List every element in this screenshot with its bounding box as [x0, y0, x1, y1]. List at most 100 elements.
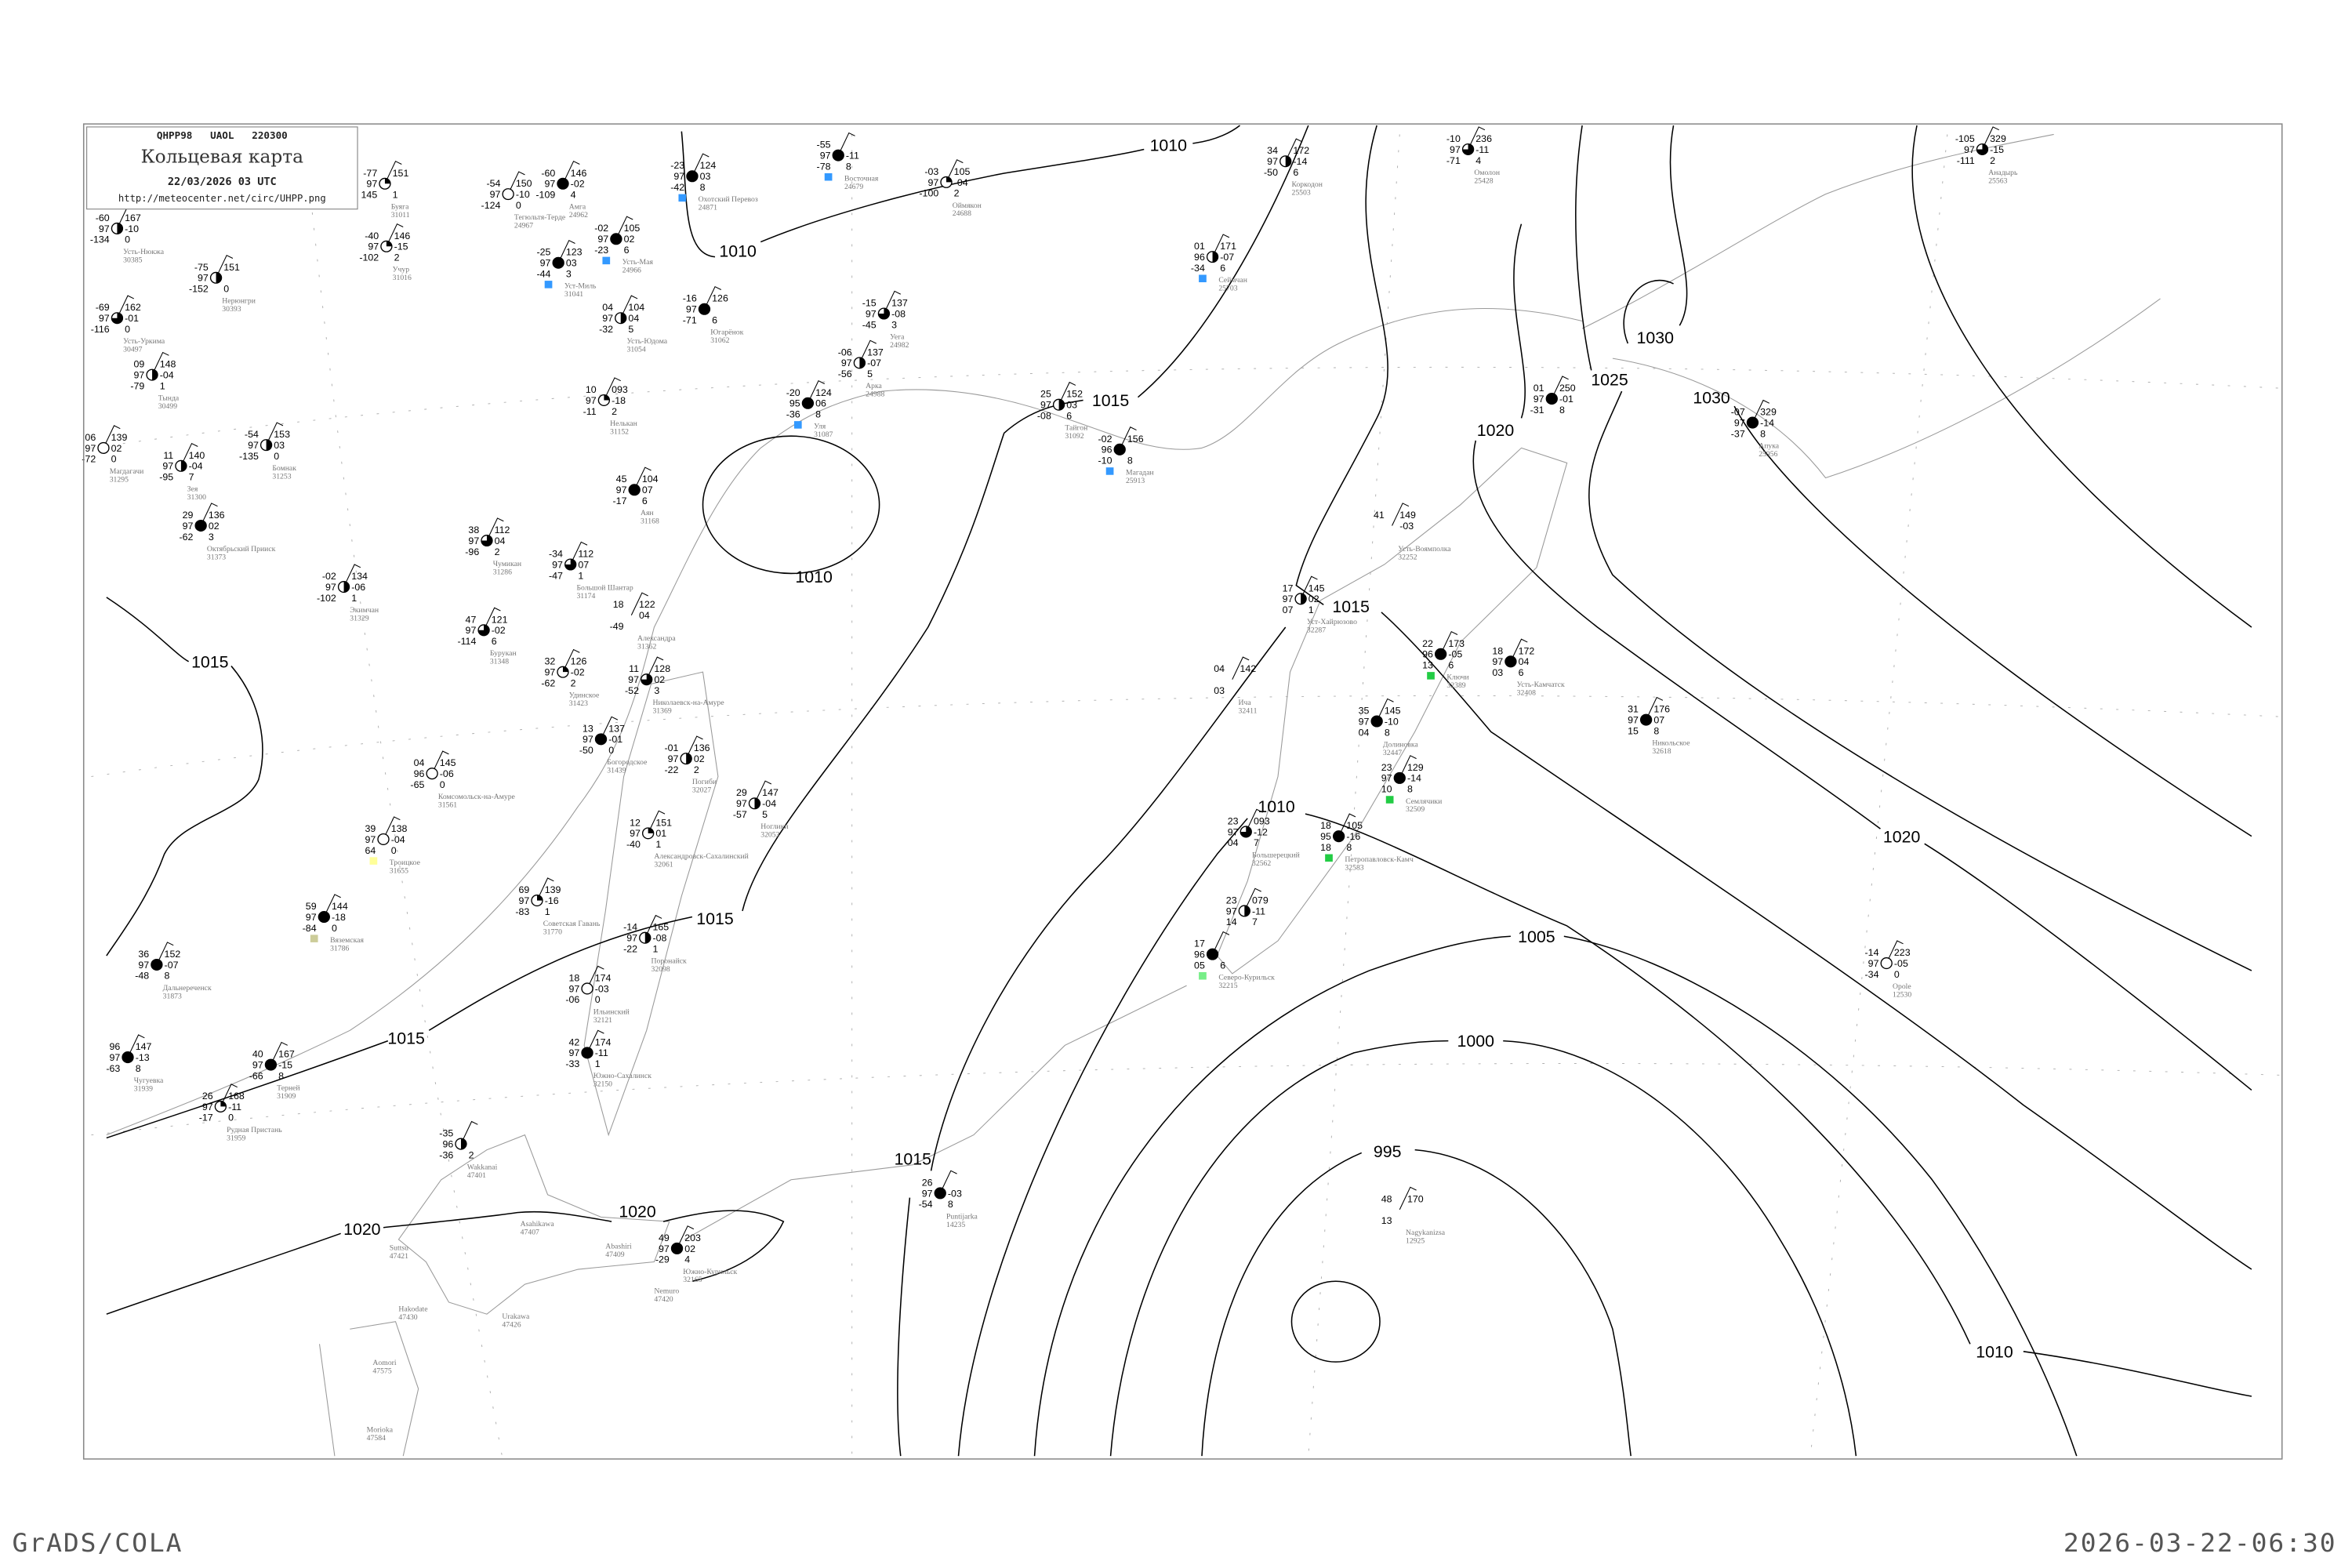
visibility: 97: [586, 395, 597, 406]
visibility: 97: [1868, 958, 1879, 969]
temperature: 18: [1320, 820, 1331, 831]
temperature: 12: [630, 817, 641, 828]
dew-point: -08: [1037, 411, 1051, 422]
wind-barb-icon: [646, 656, 664, 680]
station-id: 24988: [866, 390, 884, 399]
station-name: Ноглики: [760, 822, 788, 831]
pressure: 124: [700, 160, 717, 171]
dew-point: -54: [919, 1199, 933, 1210]
pressure: 124: [815, 387, 832, 398]
visibility: 97: [183, 521, 194, 532]
wind-barb-icon: [1338, 813, 1356, 837]
visibility: 97: [138, 960, 149, 971]
cloud-cover-fill: [686, 170, 698, 182]
temperature: -75: [194, 262, 209, 273]
cloud-cover-icon: [581, 982, 593, 995]
temperature: 25: [1040, 389, 1051, 400]
visibility: 97: [552, 559, 563, 570]
low-cloud: 8: [700, 182, 706, 193]
station-id: 32408: [1517, 689, 1536, 698]
station-name: Поронайск: [652, 957, 688, 966]
station-name: Богородское: [607, 758, 647, 767]
visibility: 97: [518, 895, 529, 906]
pressure-tendency: 02: [624, 234, 635, 245]
temperature: -60: [541, 168, 555, 179]
cloud-cover-fill: [1976, 143, 1988, 155]
low-cloud: 8: [1760, 428, 1766, 439]
dew-point: -34: [1865, 969, 1879, 980]
station-name: Suttsu: [390, 1243, 408, 1252]
pressure-tendency: 07: [578, 559, 589, 570]
temperature: -69: [96, 302, 110, 313]
visibility: 96: [442, 1139, 453, 1150]
cloud-cover-icon: [502, 188, 514, 201]
cloud-cover-fill: [629, 484, 641, 495]
pressure-tendency: 02: [694, 753, 705, 764]
visibility: 97: [1381, 773, 1392, 784]
visibility: 97: [544, 667, 555, 678]
station-name: Коркодон: [1291, 180, 1322, 189]
visibility: 97: [866, 308, 877, 319]
station-name: Большерецкий: [1252, 851, 1300, 859]
wind-barb-icon: [677, 1225, 695, 1249]
station-name: Abashiri: [605, 1242, 632, 1250]
dew-point: -95: [159, 472, 173, 483]
cloud-cover-fill: [604, 394, 610, 401]
dew-point: -06: [565, 994, 579, 1005]
cloud-cover-fill: [562, 666, 568, 673]
map-title: Кольцевая карта: [141, 147, 304, 168]
isobar-1010-low: [957, 813, 2252, 1457]
temperature: -54: [486, 178, 500, 189]
low-cloud: 0: [111, 454, 117, 465]
visibility: 97: [927, 177, 938, 188]
pressure-tendency: -07: [1220, 252, 1234, 263]
station-name: Удинское: [569, 691, 600, 700]
station-name: Opole: [1893, 982, 1911, 991]
precip-marker-icon: [1199, 274, 1207, 282]
temperature: 59: [306, 901, 317, 912]
station-id: 32121: [593, 1016, 612, 1025]
isobar-1025: [1575, 125, 2252, 971]
pressure-tendency: -04: [189, 461, 203, 472]
temperature: 11: [163, 450, 173, 461]
low-cloud: 2: [469, 1149, 474, 1160]
pressure: 104: [628, 302, 644, 313]
pressure-tendency: -11: [228, 1102, 241, 1112]
dew-point: -49: [610, 621, 624, 632]
temperature: -40: [365, 230, 379, 241]
station-name: Уега: [890, 332, 905, 341]
temperature: -35: [439, 1128, 453, 1139]
visibility: 96: [1194, 252, 1205, 263]
temperature: -60: [96, 212, 110, 223]
cloud-cover-fill: [553, 257, 564, 269]
station-id: 32098: [652, 965, 670, 974]
dew-point: -56: [838, 368, 852, 379]
visibility: 97: [630, 828, 641, 839]
low-cloud: 4: [571, 190, 576, 201]
pressure: 122: [639, 599, 655, 610]
cloud-cover-fill: [117, 223, 123, 234]
pressure-tendency: -16: [545, 895, 559, 906]
dew-point: -17: [199, 1112, 213, 1123]
isobar-label: 1010: [719, 243, 756, 261]
station-id: 32287: [1307, 626, 1326, 635]
isobar-label: 1015: [1092, 392, 1129, 410]
pressure-tendency: -05: [1894, 958, 1908, 969]
pressure: 105: [1346, 820, 1363, 831]
low-cloud: 8: [846, 161, 851, 172]
pressure: 203: [684, 1232, 701, 1243]
pressure-tendency: -06: [440, 768, 454, 779]
visibility: 96: [1422, 649, 1433, 660]
wind-barb-icon: [431, 750, 449, 774]
visibility: 97: [583, 734, 593, 745]
station-id: 47421: [390, 1252, 408, 1261]
dew-point: -66: [249, 1070, 263, 1081]
